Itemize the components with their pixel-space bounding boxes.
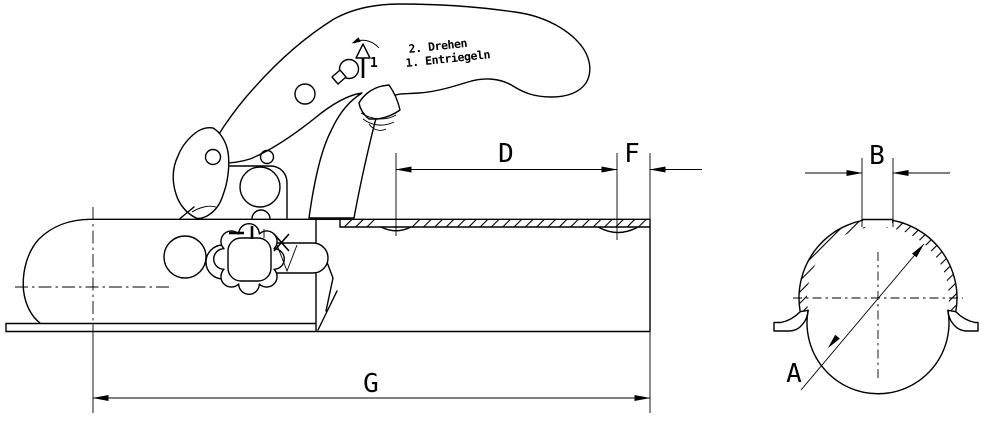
x-mark (273, 233, 290, 252)
boss-foot-arc (251, 209, 271, 220)
unlock-arrow-icon (355, 43, 371, 78)
dimension-label-a: A (786, 359, 802, 389)
left-flange-foot (773, 309, 809, 332)
dimension-a: A (786, 243, 925, 391)
tube-end-arc (597, 226, 639, 234)
front-hole (163, 235, 207, 279)
tube-cross-section-view (773, 211, 979, 395)
instruction-line-1: 2. Drehen (408, 36, 468, 56)
clamp-knob-cluster (205, 223, 329, 295)
body-rear-detail-2 (317, 290, 338, 331)
star-knob-inner (227, 237, 272, 282)
pivot-bolt-hole (239, 166, 281, 208)
claw-support-line (179, 206, 195, 220)
dimension-d: D (395, 139, 618, 240)
release-button (331, 58, 360, 85)
coupling-claw (172, 127, 230, 220)
button-head (338, 58, 360, 80)
dimension-f: F (624, 139, 702, 413)
claw-inner-line (191, 205, 217, 213)
pin-hole (259, 149, 275, 165)
shell-inner-arc (806, 309, 950, 395)
dimension-b: B (805, 141, 950, 227)
claw-hole (204, 148, 222, 166)
rotate-arrow-icon (351, 37, 380, 49)
release-tab (358, 84, 401, 131)
arrow-step-label: 1 (370, 56, 378, 71)
dimension-g: G (92, 335, 651, 413)
handle-hole (294, 83, 316, 105)
ball-socket-dome (22, 218, 651, 324)
handle-lever: 1 2. Drehen 1. Entriegeln (202, 3, 591, 220)
dimension-label-b: B (869, 141, 885, 171)
dimension-label-f: F (624, 139, 640, 169)
pivot-boss (229, 149, 288, 220)
coupling-side-view (5, 207, 651, 335)
dimension-label-d: D (498, 139, 514, 169)
right-flange-foot (947, 309, 979, 332)
v-mark (276, 244, 298, 273)
button-stem (331, 69, 347, 85)
handle-outline (202, 3, 591, 219)
dimensions: D F G B A (92, 139, 950, 413)
dimension-label-g: G (363, 369, 379, 399)
tube-section-strip (339, 218, 651, 234)
claw-outline (172, 127, 230, 220)
